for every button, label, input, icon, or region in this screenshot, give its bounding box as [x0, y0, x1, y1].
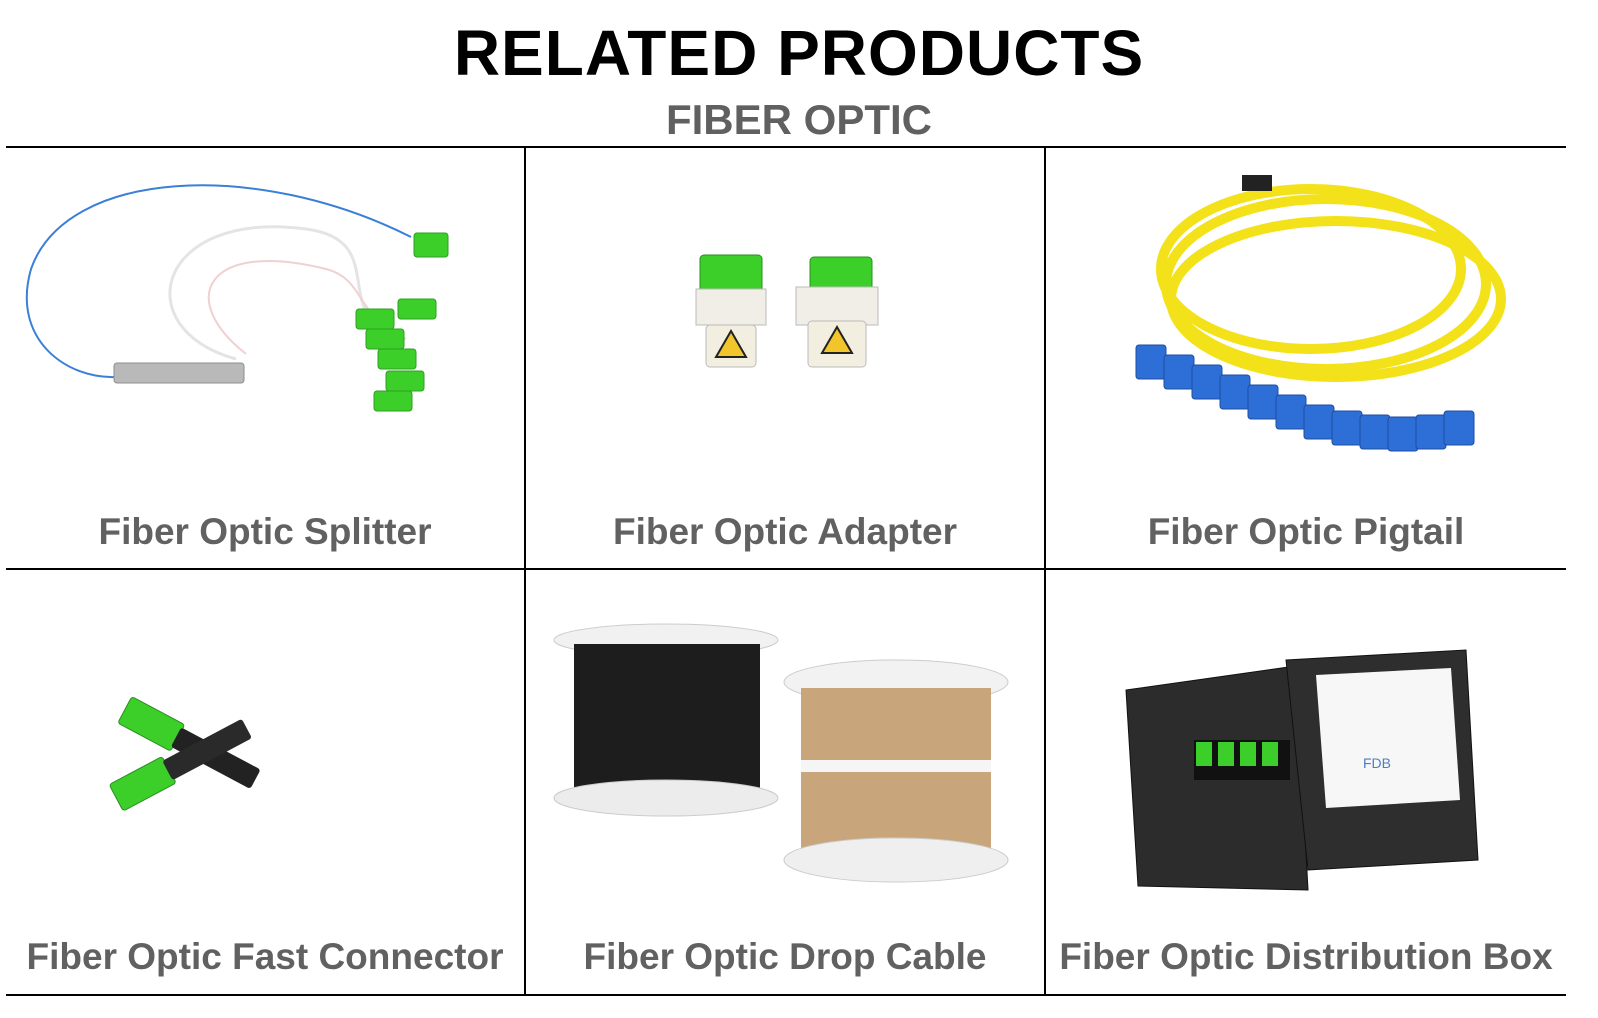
product-label: Fiber Optic Adapter [612, 511, 957, 552]
drop-cable-image [553, 623, 1009, 883]
page-subtitle: FIBER OPTIC [665, 96, 932, 143]
product-label: Fiber Optic Splitter [98, 511, 432, 552]
product-card-distribution-box[interactable]: FDB Fiber Optic Distribution Box [1046, 570, 1566, 994]
product-label: Fiber Optic Distribution Box [1059, 936, 1553, 977]
fiber-pigtail-image [1135, 175, 1506, 452]
product-card-fast-connector[interactable]: Fiber Optic Fast Connector [6, 570, 524, 994]
box-label: FDB [1363, 755, 1391, 771]
product-card-drop-cable[interactable]: Fiber Optic Drop Cable [526, 570, 1044, 994]
grid-bottom-border [6, 994, 1566, 996]
product-card-adapter[interactable]: Fiber Optic Adapter [526, 149, 1044, 568]
fiber-adapter-image [695, 254, 879, 368]
product-card-splitter[interactable]: Fiber Optic Splitter [6, 149, 524, 568]
product-label: Fiber Optic Drop Cable [583, 936, 987, 977]
distribution-box-image: FDB [1125, 649, 1479, 891]
page-title: RELATED PRODUCTS [453, 17, 1145, 89]
product-grid: Fiber Optic Splitter Fiber Optic Adapter [6, 146, 1598, 1015]
fiber-splitter-image [25, 184, 449, 412]
grid-top-border [6, 146, 1566, 148]
grid-column-divider-2 [1044, 146, 1046, 996]
product-card-pigtail[interactable]: Fiber Optic Pigtail [1046, 149, 1566, 568]
fast-connector-image [109, 697, 260, 811]
product-label: Fiber Optic Fast Connector [26, 936, 504, 977]
grid-middle-divider [6, 568, 1566, 570]
product-label: Fiber Optic Pigtail [1147, 511, 1465, 552]
grid-column-divider-1 [524, 146, 526, 996]
